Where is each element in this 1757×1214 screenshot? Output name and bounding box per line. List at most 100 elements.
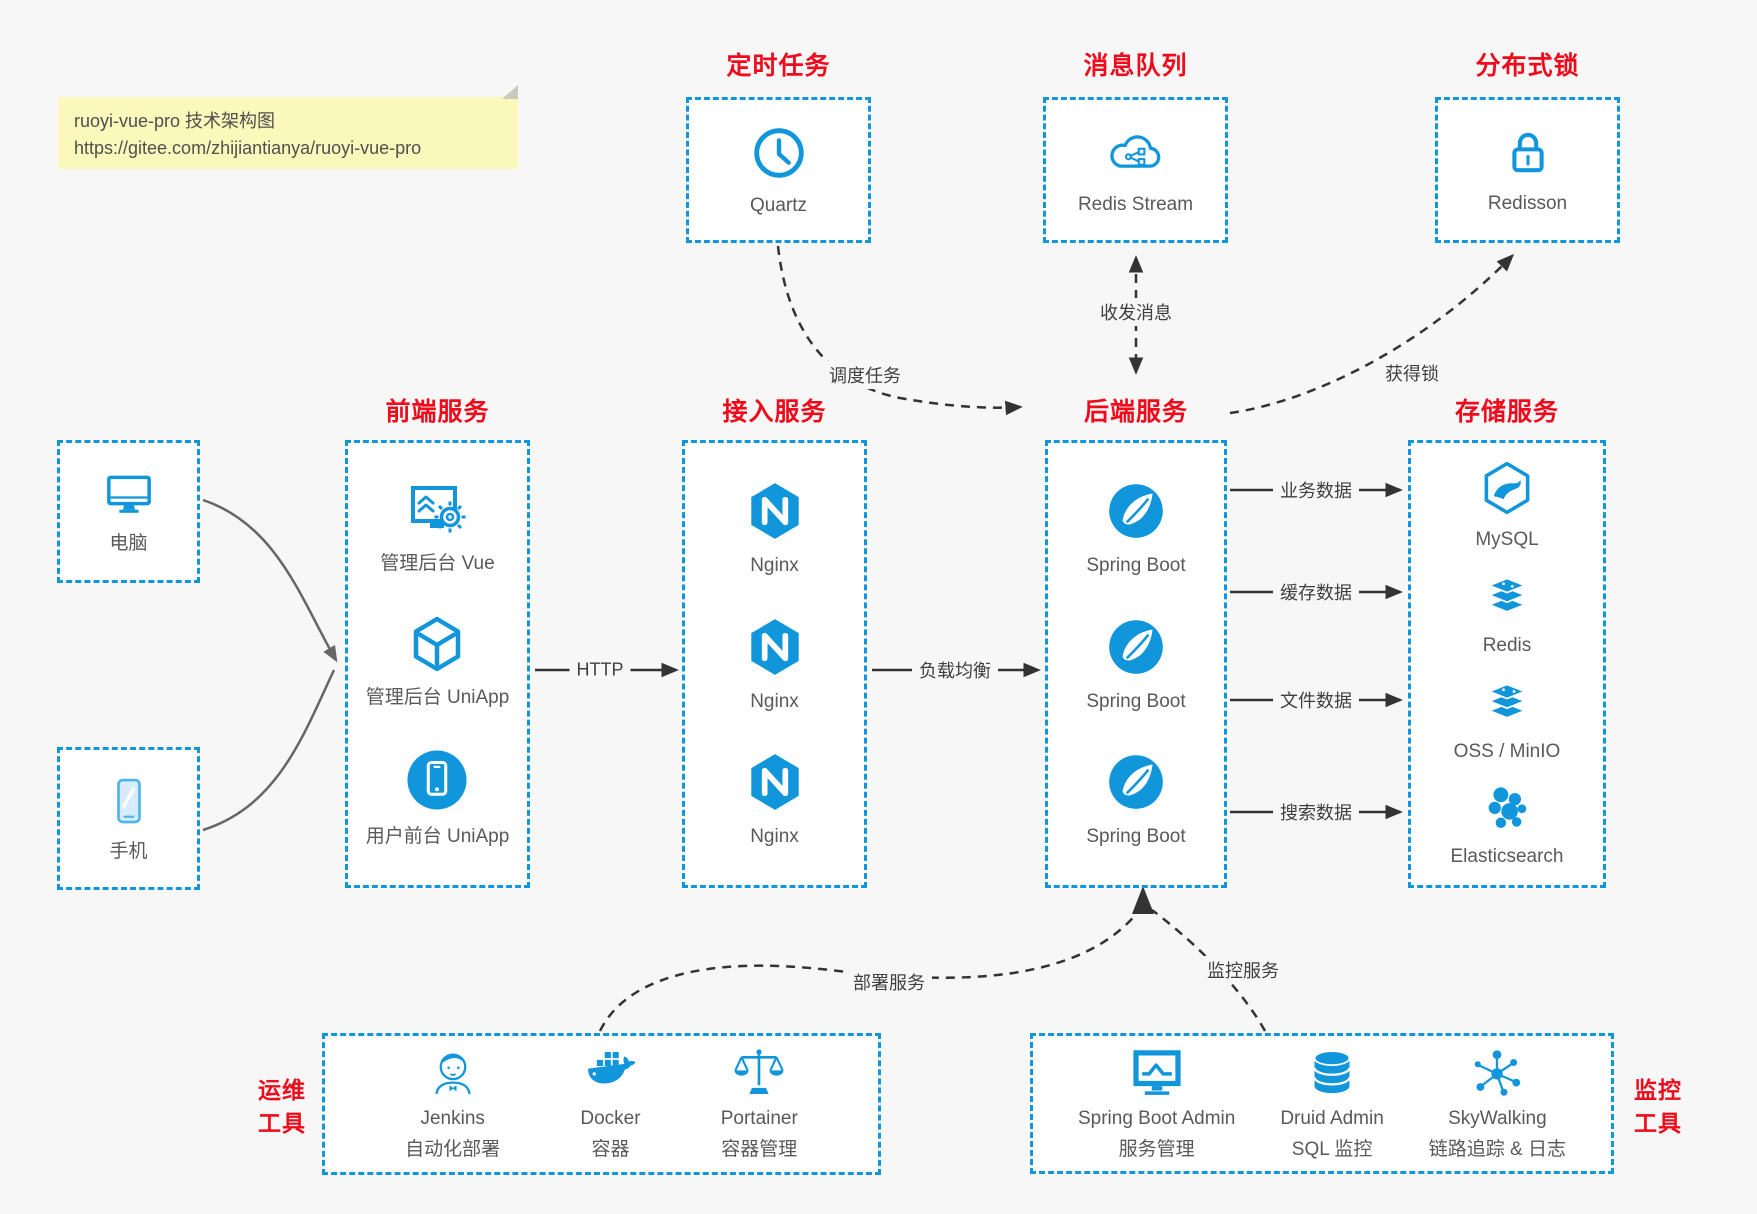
- note-url: https://gitee.com/zhijiantianya/ruoyi-vu…: [74, 138, 422, 158]
- edge-label-monitor-service: 监控服务: [1200, 956, 1286, 984]
- elasticsearch-icon: [1477, 779, 1537, 835]
- node-subtitle: 自动化部署: [405, 1139, 501, 1160]
- nginx-icon: [742, 749, 808, 815]
- edge-phone-to-frontend: [202, 669, 336, 832]
- clock-icon: [748, 122, 810, 184]
- node-subtitle: 容器: [591, 1139, 630, 1160]
- springboot-icon: [1103, 749, 1169, 815]
- springboot-admin-icon: [1128, 1045, 1186, 1101]
- springboot-icon: [1103, 614, 1169, 680]
- node-name: Docker: [580, 1108, 641, 1130]
- cloud-stream-icon: [1103, 123, 1167, 183]
- node-subtitle: 服务管理: [1118, 1138, 1195, 1160]
- node-label: Spring Boot: [1086, 555, 1186, 577]
- group-box-scheduled-tasks: Quartz: [686, 97, 871, 243]
- node-docker: Docker 容器: [580, 1045, 641, 1162]
- edge-label-business-data: 业务数据: [1273, 476, 1359, 504]
- node-springboot-3: Spring Boot: [1086, 749, 1186, 850]
- edge-label-file-data: 文件数据: [1273, 686, 1359, 714]
- node-label: Nginx: [750, 826, 799, 848]
- jenkins-icon: [425, 1045, 481, 1101]
- node-label: OSS / MinIO: [1453, 740, 1561, 762]
- edge-label-acquire-lock: 获得锁: [1378, 359, 1446, 387]
- group-box-distributed-lock: Redisson: [1435, 97, 1620, 243]
- side-title-line: 工具: [258, 1110, 306, 1137]
- edge-label-search-data: 搜索数据: [1273, 798, 1359, 826]
- side-title-monitor-tools: 监控 工具: [1622, 1074, 1694, 1141]
- node-label: Spring Boot: [1086, 826, 1186, 848]
- column-title-backend: 后端服务: [1083, 398, 1188, 426]
- portainer-icon: [730, 1045, 788, 1101]
- node-elasticsearch: Elasticsearch: [1451, 779, 1564, 870]
- group-title-distributed-lock: 分布式锁: [1475, 52, 1580, 80]
- column-box-backend: Spring Boot Spring Boot Spring Boot: [1045, 440, 1227, 888]
- mysql-icon: [1477, 458, 1537, 518]
- node-nginx-1: Nginx: [742, 478, 808, 579]
- node-redisson: Redisson: [1488, 124, 1567, 217]
- node-jenkins: Jenkins 自动化部署: [405, 1045, 500, 1162]
- group-box-monitor-tools: Spring Boot Admin 服务管理 Druid Admin SQL 监…: [1030, 1033, 1614, 1174]
- edge-label-deploy-service: 部署服务: [846, 968, 932, 996]
- node-label: Redis: [1482, 634, 1532, 656]
- group-title-message-queue: 消息队列: [1083, 52, 1188, 80]
- node-label: 管理后台 UniApp: [365, 686, 510, 708]
- node-mysql: MySQL: [1475, 458, 1539, 553]
- column-title-frontend: 前端服务: [385, 398, 490, 426]
- edge-label-send-receive-message: 收发消息: [1093, 298, 1179, 326]
- node-name: SkyWalking: [1448, 1107, 1547, 1129]
- column-box-storage: MySQL Redis OSS / MinIO Elasticsearch: [1408, 440, 1606, 888]
- node-portainer: Portainer 容器管理: [721, 1045, 798, 1162]
- nginx-icon: [742, 614, 808, 680]
- node-label: 管理后台 Vue: [380, 553, 495, 575]
- springboot-icon: [1103, 478, 1169, 544]
- redis-stack-icon: [1477, 568, 1537, 624]
- skywalking-icon: [1469, 1045, 1525, 1101]
- nginx-icon: [742, 478, 808, 544]
- side-title-ops-tools: 运维 工具: [246, 1074, 318, 1141]
- node-quartz: Quartz: [748, 122, 810, 219]
- node-subtitle: SQL 监控: [1291, 1138, 1373, 1160]
- node-label: Redisson: [1487, 192, 1568, 214]
- edge-label-load-balance: 负载均衡: [912, 656, 998, 684]
- arrowhead-into-backend: [1132, 886, 1154, 914]
- edge-acquire-lock: [1229, 253, 1515, 415]
- column-box-access: Nginx Nginx Nginx: [682, 440, 867, 888]
- column-title-access: 接入服务: [722, 398, 827, 426]
- node-redis-stream: Redis Stream: [1078, 123, 1193, 218]
- node-label: Nginx: [750, 555, 799, 577]
- node-label: Nginx: [750, 690, 799, 712]
- node-oss-minio: OSS / MinIO: [1453, 674, 1561, 765]
- sticky-note: ruoyi-vue-pro 技术架构图 https://gitee.com/zh…: [58, 85, 518, 169]
- node-label: Redis Stream: [1077, 193, 1194, 215]
- phone-icon: [101, 772, 157, 830]
- node-label: Quartz: [749, 194, 808, 216]
- node-springboot-2: Spring Boot: [1086, 614, 1186, 715]
- node-name: Portainer: [720, 1108, 798, 1130]
- node-name: Spring Boot Admin: [1077, 1107, 1236, 1129]
- edge-label-http: HTTP: [569, 658, 631, 682]
- node-springboot-1: Spring Boot: [1086, 478, 1186, 579]
- side-title-line: 运维: [258, 1077, 306, 1103]
- lock-icon: [1499, 124, 1557, 182]
- node-phone: 手机: [101, 772, 157, 865]
- group-box-ops-tools: Jenkins 自动化部署 Docker 容器 Portainer 容器管理: [322, 1033, 881, 1175]
- group-box-message-queue: Redis Stream: [1043, 97, 1228, 243]
- node-druid-admin: Druid Admin SQL 监控: [1280, 1045, 1384, 1162]
- note-fold-corner: [502, 85, 518, 99]
- node-pc: 电脑: [99, 466, 159, 557]
- column-box-frontend: 管理后台 Vue 管理后台 UniApp 用户前台 UniApp: [345, 440, 530, 888]
- node-label: MySQL: [1475, 529, 1539, 551]
- node-label: 电脑: [109, 533, 148, 555]
- node-admin-uniapp: 管理后台 UniApp: [365, 612, 510, 711]
- desktop-icon: [99, 466, 159, 522]
- user-app-icon: [402, 745, 472, 815]
- storage-stack-icon: [1477, 674, 1537, 730]
- node-subtitle: 链路追踪 & 日志: [1428, 1138, 1567, 1160]
- edge-label-schedule-task: 调度任务: [822, 361, 908, 389]
- edge-label-cache-data: 缓存数据: [1273, 578, 1359, 606]
- node-redis: Redis: [1477, 568, 1537, 659]
- side-title-line: 监控: [1634, 1077, 1682, 1103]
- node-user-uniapp: 用户前台 UniApp: [366, 745, 509, 850]
- druid-icon: [1304, 1045, 1360, 1101]
